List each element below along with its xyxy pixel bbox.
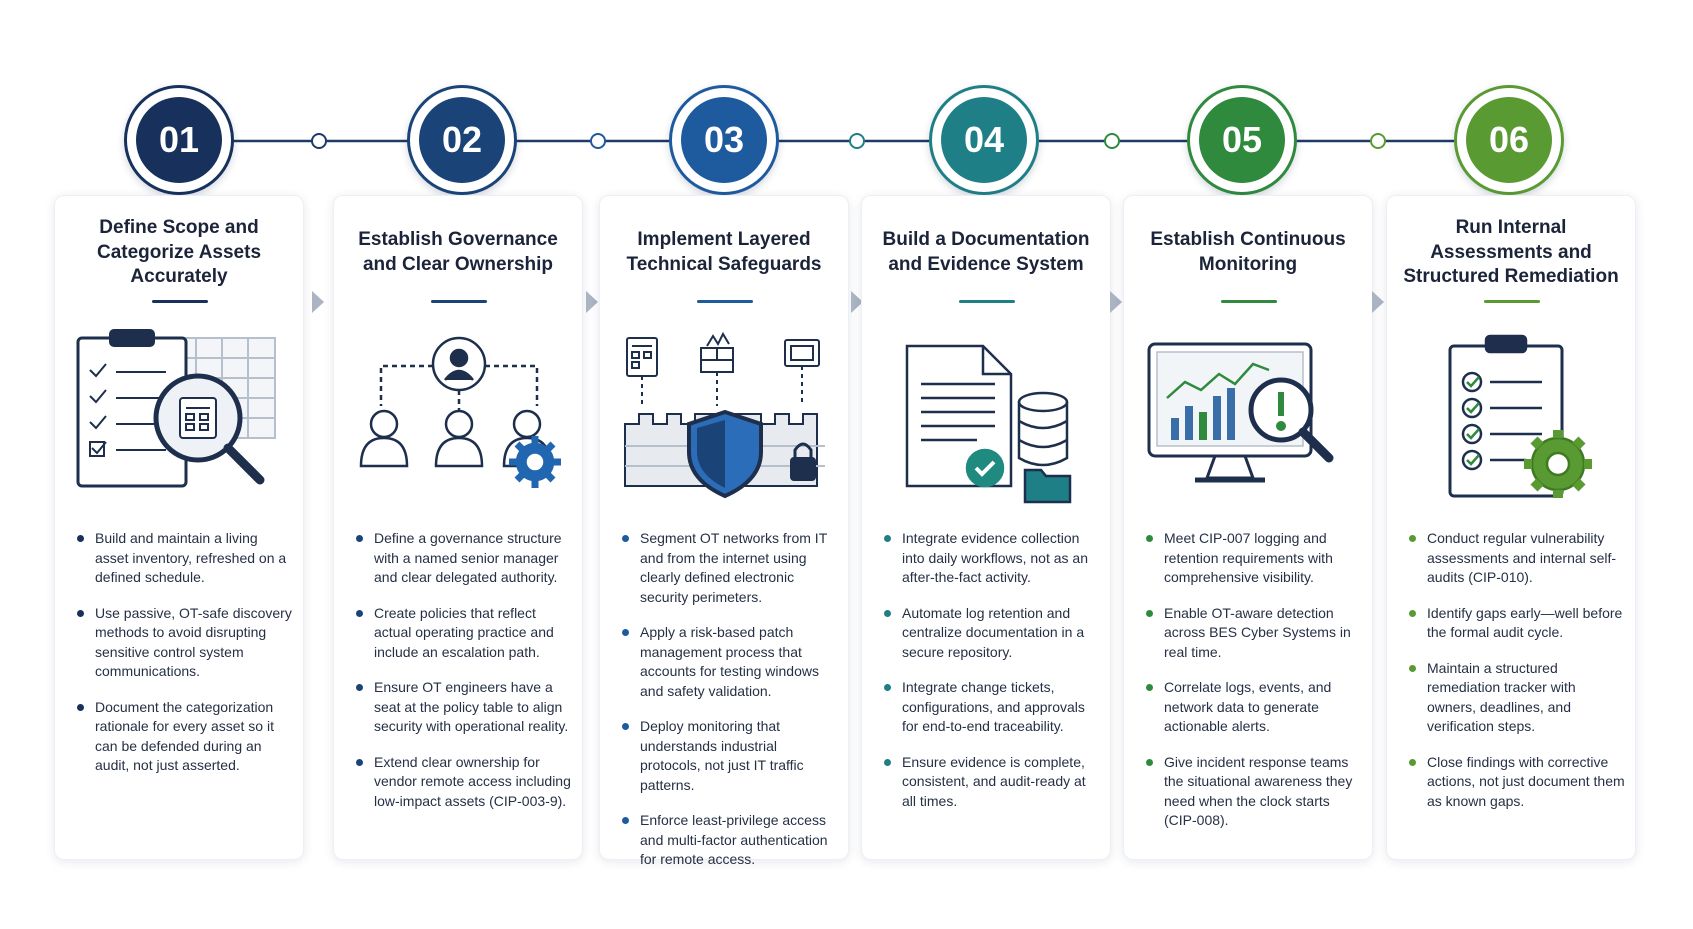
step-3-number: 03 <box>681 97 767 183</box>
monitor-alert-icon <box>1147 342 1334 483</box>
step-6-bullets: Conduct regular vulnerability assessment… <box>1403 529 1625 827</box>
org-chart-gear-icon <box>359 336 561 488</box>
timeline-node <box>1370 133 1386 149</box>
step-4-bullet: Ensure evidence is complete, consistent,… <box>878 753 1100 812</box>
step-1-bullet: Build and maintain a living asset invent… <box>71 529 293 588</box>
step-3-number-badge: 03 <box>669 85 779 195</box>
step-5-title: Establish Continuous Monitoring <box>1150 229 1346 275</box>
chevron-right-icon <box>851 291 863 313</box>
step-6-number: 06 <box>1466 97 1552 183</box>
chevron-right-icon <box>1110 291 1122 313</box>
step-2-bullet: Extend clear ownership for vendor remote… <box>350 753 572 812</box>
step-2-title-rule <box>431 300 487 303</box>
castle-shield-icon <box>624 331 825 499</box>
step-3-bullets: Segment OT networks from IT and from the… <box>616 529 838 886</box>
step-5-bullet: Correlate logs, events, and network data… <box>1140 678 1362 737</box>
step-1-card: Define Scope and Categorize Assets Accur… <box>54 195 304 860</box>
checklist-gear-icon <box>1448 334 1592 498</box>
step-2-bullet: Create policies that reflect actual oper… <box>350 604 572 663</box>
step-4-card: Build a Documentation and Evidence Syste… <box>861 195 1111 860</box>
step-1-number: 01 <box>136 97 222 183</box>
step-3-bullet: Apply a risk-based patch management proc… <box>616 623 838 701</box>
step-2-number: 02 <box>419 97 505 183</box>
step-5-number-badge: 05 <box>1187 85 1297 195</box>
step-4-bullet: Automate log retention and centralize do… <box>878 604 1100 663</box>
step-1-number-badge: 01 <box>124 85 234 195</box>
step-4-bullet: Integrate evidence collection into daily… <box>878 529 1100 588</box>
step-4-title: Build a Documentation and Evidence Syste… <box>882 229 1090 275</box>
step-4-bullets: Integrate evidence collection into daily… <box>878 529 1100 827</box>
step-5-card: Establish Continuous Monitoring Meet CIP… <box>1123 195 1373 860</box>
step-6-bullet: Maintain a structured remediation tracke… <box>1403 659 1625 737</box>
step-4-number-badge: 04 <box>929 85 1039 195</box>
timeline-node <box>1104 133 1120 149</box>
chevron-right-icon <box>586 291 598 313</box>
step-5-bullet: Give incident response teams the situati… <box>1140 753 1362 831</box>
step-1-title-rule <box>152 300 208 303</box>
step-6-bullet: Close findings with corrective actions, … <box>1403 753 1625 812</box>
step-3-title: Implement Layered Technical Safeguards <box>626 229 822 275</box>
step-2-title: Establish Governance and Clear Ownership <box>358 229 558 275</box>
step-1-bullets: Build and maintain a living asset invent… <box>71 529 293 792</box>
document-database-icon <box>905 344 1072 504</box>
step-1-title: Define Scope and Categorize Assets Accur… <box>96 216 262 288</box>
step-2-number-badge: 02 <box>407 85 517 195</box>
step-2-bullet: Define a governance structure with a nam… <box>350 529 572 588</box>
timeline-node <box>311 133 327 149</box>
step-6-title-rule <box>1484 300 1540 303</box>
step-6-number-badge: 06 <box>1454 85 1564 195</box>
step-5-title-rule <box>1221 300 1277 303</box>
step-1-bullet: Document the categorization rationale fo… <box>71 698 293 776</box>
chevron-right-icon <box>312 291 324 313</box>
step-6-bullet: Conduct regular vulnerability assessment… <box>1403 529 1625 588</box>
step-3-bullet: Enforce least-privilege access and multi… <box>616 811 838 870</box>
step-2-card: Establish Governance and Clear Ownership… <box>333 195 583 860</box>
step-4-bullet: Integrate change tickets, configurations… <box>878 678 1100 737</box>
step-6-title: Run Internal Assessments and Structured … <box>1403 216 1619 288</box>
step-5-number: 05 <box>1199 97 1285 183</box>
step-2-bullet: Ensure OT engineers have a seat at the p… <box>350 678 572 737</box>
step-3-bullet: Deploy monitoring that understands indus… <box>616 717 838 795</box>
step-1-bullet: Use passive, OT-safe discovery methods t… <box>71 604 293 682</box>
timeline-node <box>849 133 865 149</box>
step-4-number: 04 <box>941 97 1027 183</box>
step-3-card: Implement Layered Technical Safeguards S… <box>599 195 849 867</box>
step-3-bullet: Segment OT networks from IT and from the… <box>616 529 838 607</box>
step-5-bullets: Meet CIP-007 logging and retention requi… <box>1140 529 1362 847</box>
step-6-card: Run Internal Assessments and Structured … <box>1386 195 1636 860</box>
step-4-title-rule <box>959 300 1015 303</box>
step-2-bullets: Define a governance structure with a nam… <box>350 529 572 827</box>
step-5-bullet: Meet CIP-007 logging and retention requi… <box>1140 529 1362 588</box>
step-6-bullet: Identify gaps early—well before the form… <box>1403 604 1625 643</box>
step-5-bullet: Enable OT-aware detection across BES Cyb… <box>1140 604 1362 663</box>
timeline-node <box>590 133 606 149</box>
chevron-right-icon <box>1372 291 1384 313</box>
clipboard-magnifier-icon <box>76 329 276 488</box>
step-3-title-rule <box>697 300 753 303</box>
